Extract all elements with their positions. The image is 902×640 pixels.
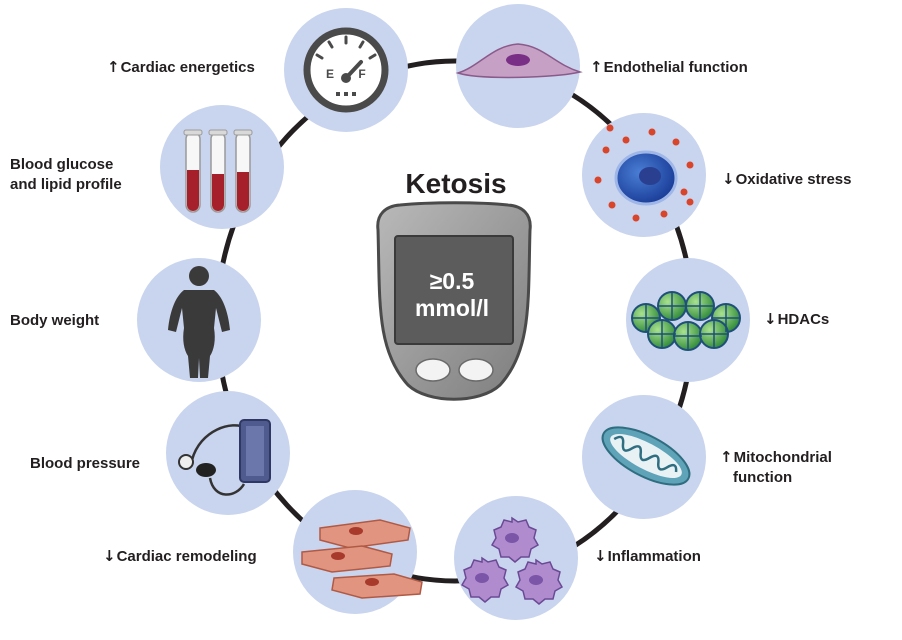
meter-value: ≥0.5 (429, 268, 475, 294)
meter-unit: mmol/l (414, 295, 490, 321)
label-hdacs: ↓HDACs (764, 310, 830, 328)
label-cardiac-energetics: ↑Cardiac energetics (107, 58, 255, 76)
endothelial-cell-icon (455, 43, 583, 79)
arrow-up-icon: ↑ (590, 58, 603, 76)
meter-screen (394, 235, 514, 345)
arrow-down-icon: ↓ (764, 310, 777, 328)
ketone-meter (376, 201, 532, 401)
arrow-down-icon: ↓ (594, 547, 607, 565)
svg-text:F: F (358, 67, 365, 81)
label-endothelial-function: ↑Endothelial function (590, 58, 748, 76)
mitochondrion-icon (601, 426, 691, 486)
fuel-gauge-icon: E F (303, 27, 389, 113)
svg-text:E: E (326, 67, 334, 81)
node-circle-hdacs (626, 258, 750, 382)
label-oxidative-stress: ↓Oxidative stress (722, 170, 852, 188)
arrow-up-icon: ↑ (720, 448, 733, 466)
label-body-weight: Body weight (10, 312, 100, 329)
arrow-down-icon: ↓ (103, 547, 116, 565)
test-tubes-icon (183, 129, 253, 213)
arrow-up-icon: ↑ (107, 58, 120, 76)
body-silhouette-icon (168, 266, 230, 378)
meter-button-right (458, 358, 494, 382)
label-mitochondrial-function: ↑Mitochondrial function (720, 448, 832, 486)
arrow-down-icon: ↓ (722, 170, 735, 188)
cardiomyocytes-icon (301, 519, 423, 599)
diagram-title: Ketosis (405, 168, 507, 199)
node-circle-blood-pressure (166, 391, 290, 515)
meter-reading: ≥0.5 mmol/l (397, 268, 507, 322)
blood-pressure-cuff-icon (178, 419, 271, 496)
meter-button-left (415, 358, 451, 382)
label-cardiac-remodeling: ↓Cardiac remodeling (103, 547, 257, 565)
label-blood-pressure: Blood pressure (30, 455, 141, 472)
label-inflammation: ↓Inflammation (594, 547, 701, 565)
hdac-icon (631, 291, 741, 351)
oxidative-cell-icon (594, 124, 694, 222)
immune-cells-icon (460, 516, 564, 605)
